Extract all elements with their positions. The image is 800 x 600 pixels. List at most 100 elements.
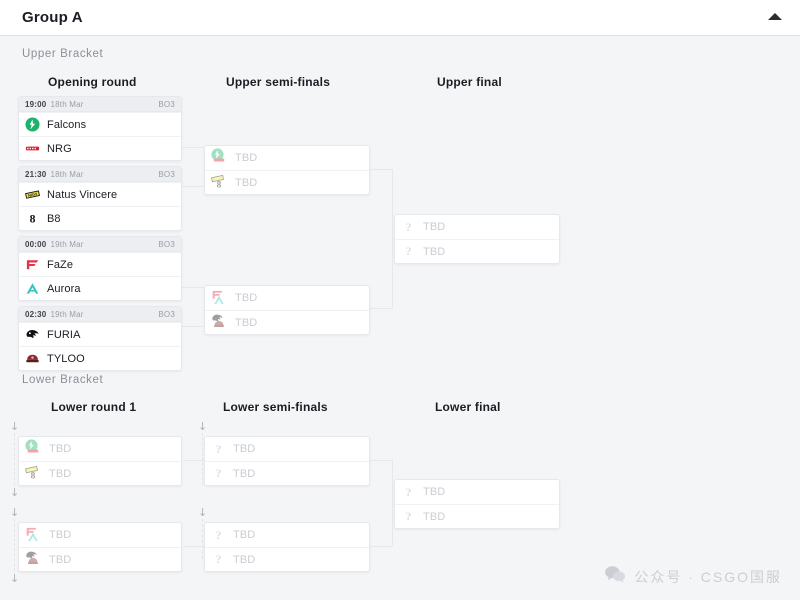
team-name: TYLOO bbox=[47, 352, 85, 365]
team-name: TBD bbox=[423, 221, 446, 233]
connector bbox=[184, 546, 204, 547]
team-row[interactable]: 8 B8 bbox=[19, 206, 181, 230]
team-row[interactable]: TBD bbox=[205, 286, 369, 310]
match-date: 18th Mar bbox=[50, 169, 84, 179]
match-format: BO3 bbox=[158, 309, 175, 319]
group-header[interactable]: Group A bbox=[0, 0, 800, 36]
match-card[interactable]: 19:00 18th Mar BO3 Falcons NRG bbox=[18, 96, 182, 161]
team-row[interactable]: FaZe bbox=[19, 252, 181, 276]
loser-drop-line bbox=[14, 433, 15, 485]
round-label-lower-semi-finals: Lower semi-finals bbox=[223, 400, 328, 414]
wechat-icon bbox=[604, 565, 626, 588]
b8-logo-icon: 8 bbox=[25, 211, 40, 226]
unknown-team-icon: ? bbox=[215, 466, 222, 480]
match-card[interactable]: ? TBD ? TBD bbox=[204, 522, 370, 572]
upper-bracket-label: Upper Bracket bbox=[22, 48, 104, 60]
team-row[interactable]: TBD bbox=[19, 437, 181, 461]
team-name: TBD bbox=[49, 553, 72, 566]
team-row[interactable]: 8 TBD bbox=[19, 461, 181, 485]
match-time: 21:30 bbox=[25, 169, 47, 179]
loser-drop-arrow-icon: ↓ bbox=[10, 506, 20, 519]
faze-logo-icon bbox=[25, 257, 40, 272]
tyloo-logo-icon bbox=[25, 351, 40, 366]
team-row[interactable]: ? TBD bbox=[395, 504, 559, 528]
match-format: BO3 bbox=[158, 169, 175, 179]
team-name: B8 bbox=[47, 212, 61, 225]
team-name: Falcons bbox=[47, 118, 87, 131]
connector bbox=[182, 186, 204, 187]
match-card[interactable]: TBD 8 TBD bbox=[204, 145, 370, 195]
nrg-logo-icon bbox=[25, 141, 40, 156]
match-meta: 19:00 18th Mar BO3 bbox=[19, 97, 181, 112]
team-row[interactable]: Falcons bbox=[19, 112, 181, 136]
team-row[interactable]: TBD bbox=[205, 146, 369, 170]
chevron-up-icon[interactable] bbox=[768, 13, 782, 20]
match-card[interactable]: 21:30 18th Mar BO3 NAVI Natus Vincere 8 … bbox=[18, 166, 182, 231]
team-name: TBD bbox=[235, 176, 258, 189]
unknown-team-icon: ? bbox=[215, 552, 222, 566]
match-card[interactable]: ? TBD ? TBD bbox=[394, 214, 560, 264]
match-card[interactable]: TBD TBD bbox=[18, 522, 182, 572]
svg-text:8: 8 bbox=[217, 180, 222, 190]
connector bbox=[370, 546, 392, 547]
match-date: 19th Mar bbox=[50, 239, 84, 249]
pending-teams-logo-icon: 8 bbox=[25, 465, 42, 482]
unknown-team-icon: ? bbox=[405, 484, 412, 499]
match-meta: 21:30 18th Mar BO3 bbox=[19, 167, 181, 182]
unknown-team-icon: ? bbox=[405, 244, 412, 258]
team-row[interactable]: ? TBD bbox=[395, 215, 559, 239]
match-format: BO3 bbox=[158, 239, 175, 249]
team-row[interactable]: Aurora bbox=[19, 276, 181, 300]
team-name: TBD bbox=[423, 510, 446, 523]
team-row[interactable]: FURIA bbox=[19, 322, 181, 346]
connector bbox=[370, 460, 392, 461]
team-row[interactable]: NRG bbox=[19, 136, 181, 160]
match-card[interactable]: 00:00 19th Mar BO3 FaZe Aurora bbox=[18, 236, 182, 301]
pending-teams-logo-icon bbox=[25, 551, 42, 568]
loser-drop-arrow-icon: ↓ bbox=[10, 572, 20, 585]
team-row[interactable]: TYLOO bbox=[19, 346, 181, 370]
team-row[interactable]: TBD bbox=[205, 310, 369, 334]
match-date: 19th Mar bbox=[50, 309, 84, 319]
team-row[interactable]: TBD bbox=[19, 547, 181, 571]
team-row[interactable]: ? TBD bbox=[205, 523, 369, 547]
match-card[interactable]: 02:30 19th Mar BO3 FURIA TYLOO bbox=[18, 306, 182, 371]
loser-drop-line bbox=[202, 433, 203, 485]
lower-bracket-label: Lower Bracket bbox=[22, 374, 104, 386]
match-card[interactable]: TBD 8 TBD bbox=[18, 436, 182, 486]
team-row[interactable]: TBD bbox=[19, 523, 181, 547]
connector bbox=[182, 287, 204, 288]
team-row[interactable]: ? TBD bbox=[205, 547, 369, 571]
loser-drop-line bbox=[14, 519, 15, 571]
match-card[interactable]: ? TBD ? TBD bbox=[204, 436, 370, 486]
loser-drop-arrow-icon: ↓ bbox=[198, 420, 208, 433]
loser-drop-line bbox=[202, 519, 203, 559]
falcons-logo-icon bbox=[25, 117, 40, 132]
round-label-opening-round: Opening round bbox=[48, 75, 137, 89]
team-name: TBD bbox=[49, 443, 72, 455]
svg-text:8: 8 bbox=[31, 471, 36, 481]
team-row[interactable]: ? TBD bbox=[205, 461, 369, 485]
team-name: FURIA bbox=[47, 328, 81, 341]
pending-teams-logo-icon bbox=[211, 290, 228, 307]
team-row[interactable]: 8 TBD bbox=[205, 170, 369, 194]
team-name: TBD bbox=[235, 152, 258, 164]
furia-logo-icon bbox=[25, 327, 40, 342]
team-row[interactable]: ? TBD bbox=[395, 239, 559, 263]
connector bbox=[184, 460, 204, 461]
pending-teams-logo-icon bbox=[25, 527, 42, 544]
match-date: 18th Mar bbox=[50, 99, 84, 109]
watermark: 公众号 · CSGO国服 bbox=[604, 565, 782, 588]
round-label-lower-round-1: Lower round 1 bbox=[51, 400, 137, 414]
loser-drop-arrow-icon: ↓ bbox=[198, 506, 208, 519]
match-time: 19:00 bbox=[25, 99, 47, 109]
team-row[interactable]: ? TBD bbox=[205, 437, 369, 461]
match-card[interactable]: ? TBD ? TBD bbox=[394, 479, 560, 529]
match-card[interactable]: TBD TBD bbox=[204, 285, 370, 335]
loser-drop-arrow-icon: ↓ bbox=[10, 486, 20, 499]
team-name: TBD bbox=[423, 486, 446, 498]
team-row[interactable]: NAVI Natus Vincere bbox=[19, 182, 181, 206]
pending-teams-logo-icon bbox=[211, 147, 228, 167]
team-row[interactable]: ? TBD bbox=[395, 480, 559, 504]
